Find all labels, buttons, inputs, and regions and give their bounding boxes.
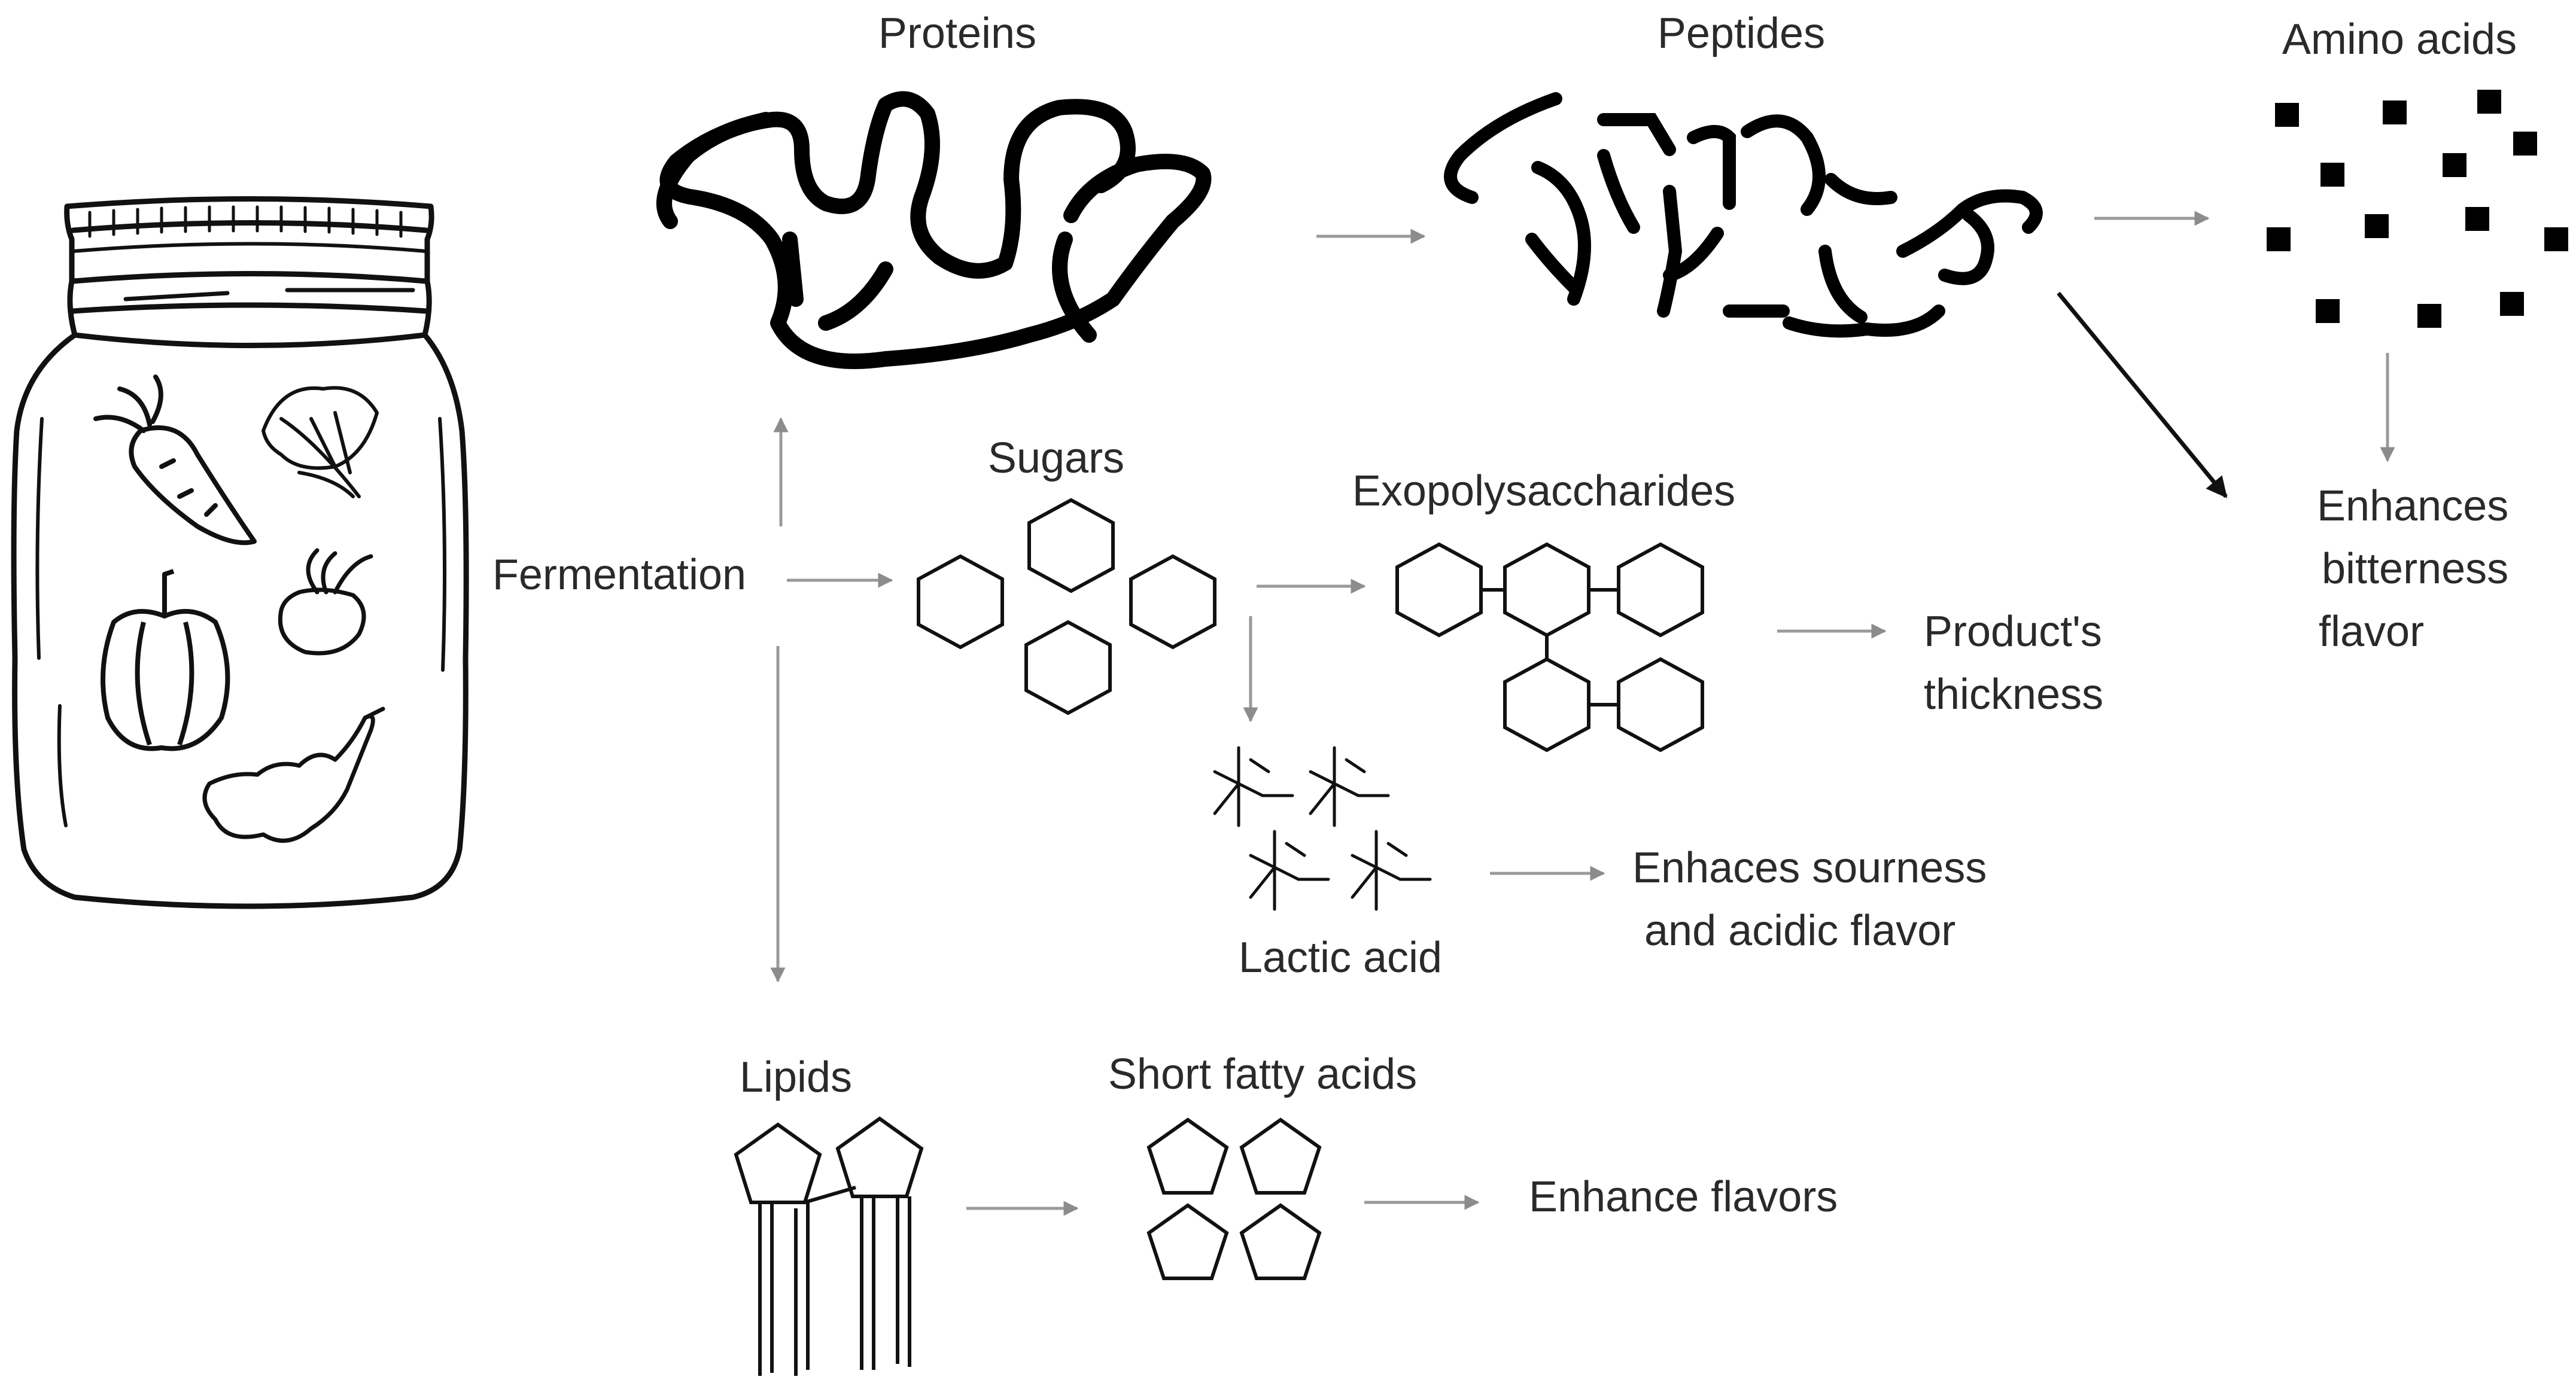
sugar-hexagons xyxy=(917,498,1216,715)
short-fatty-acid-pentagons xyxy=(1146,1117,1322,1280)
label-fermentation: Fermentation xyxy=(492,551,746,599)
lipid-molecules xyxy=(734,1116,924,1376)
outcome-bitterness: Enhances bitterness flavor xyxy=(2317,482,2520,656)
ginger-icon xyxy=(202,706,385,843)
label-lactic-acid: Lactic acid xyxy=(1239,934,1442,982)
label-short-fatty-acids: Short fatty acids xyxy=(1108,1050,1417,1098)
outcome-thickness-line-1: Product's xyxy=(1924,608,2102,656)
exopolysaccharide-chain xyxy=(1395,542,1704,753)
label-amino-acids: Amino acids xyxy=(2282,16,2517,63)
amino-acid-dots xyxy=(2267,90,2568,328)
peptide-fragments xyxy=(1444,92,2043,338)
outcome-sourness: Enhaces sourness and acidic flavor xyxy=(1632,844,1999,955)
leafy-greens-icon xyxy=(261,386,379,498)
outcome-bitterness-line-3: flavor xyxy=(2319,608,2424,656)
outcome-bitterness-line-1: Enhances xyxy=(2317,482,2508,530)
protein-chain xyxy=(656,91,1212,369)
fermentation-jar xyxy=(11,196,469,909)
outcome-thickness: Product's thickness xyxy=(1924,608,2114,718)
label-peptides: Peptides xyxy=(1657,10,1825,57)
bell-pepper-icon xyxy=(101,569,230,751)
jar-body xyxy=(11,332,469,909)
lactic-acid-molecules xyxy=(1213,746,1432,911)
label-proteins: Proteins xyxy=(878,10,1036,57)
flow-arrows xyxy=(770,211,2395,1216)
turnip-icon xyxy=(278,548,373,656)
outcome-flavors: Enhance flavors xyxy=(1529,1173,1838,1221)
jar-lid-rim xyxy=(70,220,429,233)
arrow-peptides-to-bitterness xyxy=(2057,291,2228,498)
label-lipids: Lipids xyxy=(740,1053,852,1101)
outcome-sourness-line-1: Enhaces sourness xyxy=(1632,844,1987,892)
label-sugars: Sugars xyxy=(988,434,1124,482)
outcome-thickness-line-2: thickness xyxy=(1924,671,2103,718)
outcome-bitterness-line-2: bitterness xyxy=(2322,545,2508,593)
outcome-sourness-line-2: and acidic flavor xyxy=(1644,907,1955,955)
label-exopolysaccharides: Exopolysaccharides xyxy=(1352,467,1735,515)
carrot-icon xyxy=(93,374,257,546)
